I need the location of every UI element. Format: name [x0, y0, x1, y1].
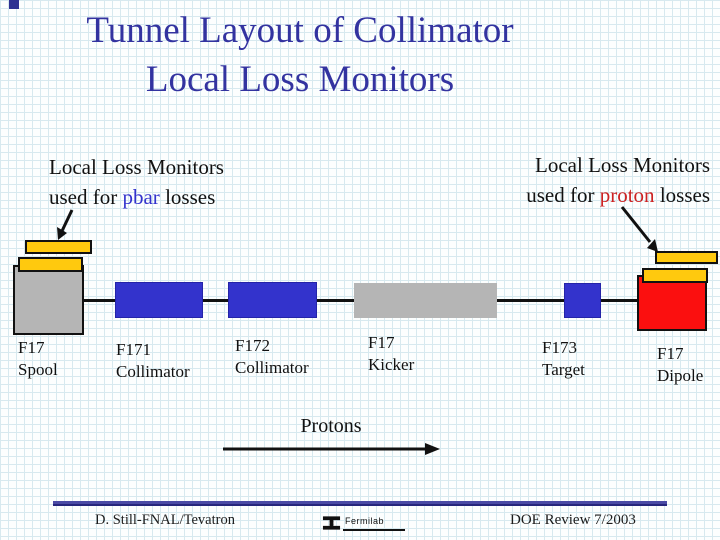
device-label-f173-target: F173 Target [542, 337, 585, 381]
device-box-f17-kicker [354, 283, 497, 318]
template-corner-decoration [9, 0, 19, 9]
device-label-line: F17 [18, 338, 45, 357]
device-label-f171-collimator: F171 Collimator [116, 339, 190, 383]
device-label-line: Dipole [657, 366, 704, 385]
device-box-f171-collimator [115, 282, 203, 318]
callout-pbar-line2: used for pbar losses [49, 182, 224, 212]
callout-proton-line1: Local Loss Monitors [535, 153, 710, 177]
device-label-line: Spool [18, 360, 58, 379]
footer-author: D. Still-FNAL/Tevatron [95, 512, 235, 528]
loss-monitor-bar-left-lower [18, 257, 83, 272]
device-label-line: F171 [116, 340, 151, 359]
device-label-line: Collimator [235, 358, 309, 377]
device-label-line: Collimator [116, 362, 190, 381]
device-box-f173-target [564, 283, 601, 318]
title-line-1: Tunnel Layout of Collimator [86, 10, 514, 51]
device-label-f17-kicker: F17 Kicker [368, 332, 414, 376]
device-label-line: Target [542, 360, 585, 379]
device-label-line: F172 [235, 336, 270, 355]
title-line-2: Local Loss Monitors [145, 59, 455, 100]
loss-monitor-bar-left-upper [25, 240, 92, 254]
device-box-f17-dipole [637, 275, 707, 331]
device-box-f17-spool [13, 265, 84, 335]
proton-highlight: proton [599, 183, 655, 207]
loss-monitor-bar-right-upper [655, 251, 718, 264]
callout-proton-monitors: Local Loss Monitors used for proton loss… [526, 150, 710, 210]
callout-proton-line2: used for proton losses [526, 180, 710, 210]
device-label-line: F17 [657, 344, 684, 363]
footer-review-date: DOE Review 7/2003 [510, 512, 636, 528]
pbar-callout-arrow-icon [57, 209, 74, 240]
fermilab-logo: Fermilab [322, 513, 406, 534]
callout-proton-post: losses [654, 183, 710, 207]
fermilab-logo-text: Fermilab [345, 516, 385, 526]
protons-direction-arrow-icon [223, 443, 440, 455]
loss-monitor-bar-right-lower [642, 268, 708, 283]
device-label-f172-collimator: F172 Collimator [235, 335, 309, 379]
proton-callout-arrow-icon [620, 206, 658, 252]
device-label-line: F173 [542, 338, 577, 357]
device-label-line: Kicker [368, 355, 415, 374]
callout-proton-pre: used for [526, 183, 600, 207]
device-box-f172-collimator [228, 282, 317, 318]
protons-direction-label: Protons [300, 415, 362, 437]
device-label-line: F17 [368, 333, 395, 352]
fermilab-logo-underline [343, 529, 405, 531]
pbar-highlight: pbar [122, 185, 160, 209]
device-label-f17-spool: F17 Spool [18, 337, 58, 381]
callout-pbar-line1: Local Loss Monitors [49, 155, 224, 179]
callout-pbar-monitors: Local Loss Monitors used for pbar losses [49, 152, 224, 212]
device-label-f17-dipole: F17 Dipole [657, 343, 703, 387]
callout-pbar-post: losses [159, 185, 216, 209]
fermilab-logo-icon [322, 516, 341, 530]
slide-title: Tunnel Layout of Collimator Local Loss M… [0, 6, 600, 104]
footer-rule [53, 501, 667, 506]
callout-pbar-pre: used for [49, 185, 123, 209]
